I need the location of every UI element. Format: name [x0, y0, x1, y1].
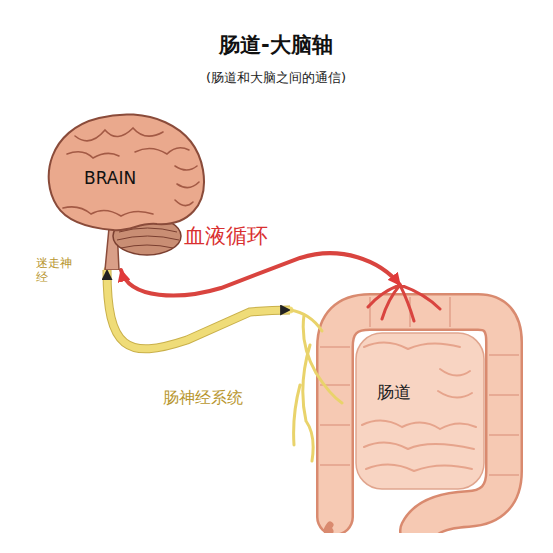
subtitle: (肠道和大脑之间的通信) [206, 70, 346, 86]
brain-label: BRAIN [84, 168, 136, 188]
vagus-nerve-outline [107, 270, 290, 349]
vagus-nerve-label: 迷走神经 [36, 256, 74, 285]
gut-label: 肠道 [377, 382, 411, 402]
gut-illustration: 肠道 [290, 285, 525, 533]
blood-vessel-line [121, 253, 400, 295]
blood-vessel-label: 血液循环 [182, 224, 270, 249]
diagram-title: 肠道-大脑轴 [219, 33, 333, 58]
vagus-nerve [107, 270, 290, 349]
gut-illustration-drawing [290, 285, 525, 533]
vagus-nerve-line [107, 270, 290, 349]
blood-vessel [121, 253, 400, 295]
enteric-nervous-system-label: 肠神经系统 [163, 388, 243, 407]
